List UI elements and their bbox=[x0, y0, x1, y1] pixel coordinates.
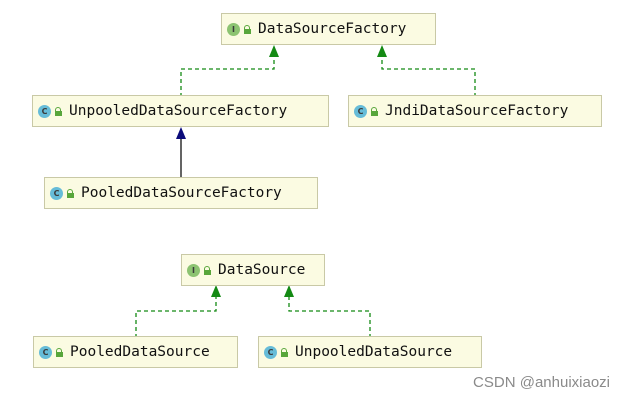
node-jndidatasourcefactory[interactable]: C JndiDataSourceFactory bbox=[348, 95, 602, 127]
arrowhead-pooled-ds bbox=[211, 285, 221, 297]
lock-icon bbox=[243, 24, 252, 34]
class-icon: C bbox=[39, 345, 52, 359]
edge-jndi-factory-implements bbox=[381, 56, 476, 97]
node-label: DataSource bbox=[218, 262, 306, 278]
lock-icon bbox=[370, 106, 379, 116]
arrowhead-unpooled-factory bbox=[269, 45, 279, 57]
class-icon: C bbox=[354, 104, 367, 118]
node-label: JndiDataSourceFactory bbox=[385, 103, 569, 119]
node-label: PooledDataSource bbox=[70, 344, 210, 360]
interface-icon: I bbox=[227, 22, 240, 36]
node-label: PooledDataSourceFactory bbox=[81, 185, 282, 201]
arrowhead-unpooled-ds bbox=[284, 285, 294, 297]
class-icon: C bbox=[38, 104, 51, 118]
node-unpooleddatasourcefactory[interactable]: C UnpooledDataSourceFactory bbox=[32, 95, 329, 127]
lock-icon bbox=[54, 106, 63, 116]
node-label: UnpooledDataSource bbox=[295, 344, 453, 360]
edge-unpooled-factory-implements bbox=[180, 56, 275, 97]
lock-icon bbox=[55, 347, 64, 357]
lock-icon bbox=[203, 265, 212, 275]
node-unpooleddatasource[interactable]: C UnpooledDataSource bbox=[258, 336, 482, 368]
edge-unpooled-ds-implements bbox=[288, 296, 371, 338]
node-label: DataSourceFactory bbox=[258, 21, 407, 37]
node-pooleddatasource[interactable]: C PooledDataSource bbox=[33, 336, 238, 368]
node-datasourcefactory[interactable]: I DataSourceFactory bbox=[221, 13, 436, 45]
watermark-text: CSDN @anhuixiaozi bbox=[473, 374, 610, 391]
lock-icon bbox=[66, 188, 75, 198]
class-icon: C bbox=[264, 345, 277, 359]
node-label: UnpooledDataSourceFactory bbox=[69, 103, 288, 119]
interface-icon: I bbox=[187, 263, 200, 277]
class-icon: C bbox=[50, 186, 63, 200]
arrowhead-jndi-factory bbox=[377, 45, 387, 57]
edge-pooled-ds-implements bbox=[135, 296, 217, 338]
node-datasource[interactable]: I DataSource bbox=[181, 254, 325, 286]
arrowhead-pooled-factory bbox=[176, 127, 186, 139]
node-pooleddatasourcefactory[interactable]: C PooledDataSourceFactory bbox=[44, 177, 318, 209]
lock-icon bbox=[280, 347, 289, 357]
